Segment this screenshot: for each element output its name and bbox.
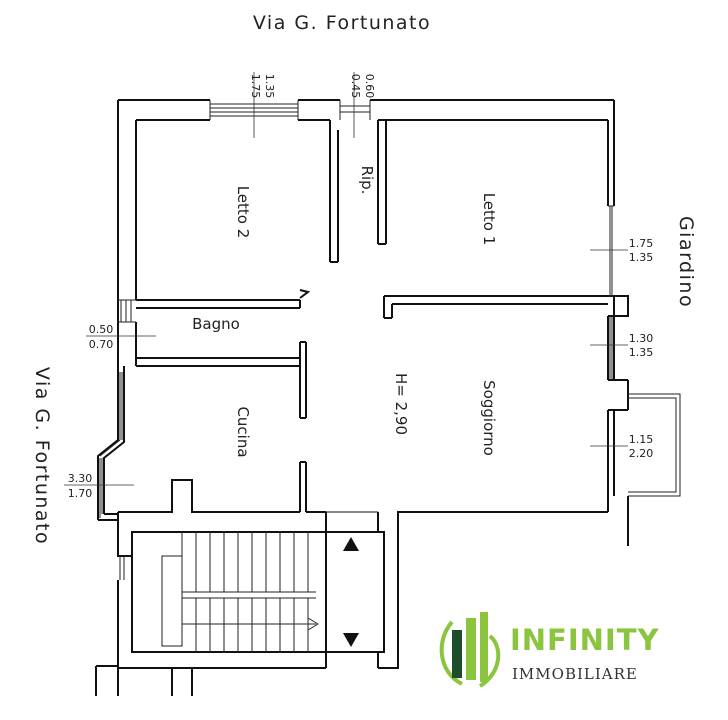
stair-run-line bbox=[181, 582, 316, 625]
outer-wall-right-top bbox=[607, 100, 615, 206]
window-soggiorno bbox=[609, 316, 613, 380]
window-letto1 bbox=[608, 205, 614, 297]
balcony bbox=[628, 393, 681, 497]
window-soggiorno-height: 1.35 bbox=[629, 346, 654, 359]
logo-mark-icon bbox=[439, 612, 501, 688]
wall-cucina-stub-lower bbox=[299, 461, 307, 512]
room-label-letto2: Letto 2 bbox=[234, 186, 252, 239]
window-bagno-width: 0.50 bbox=[89, 323, 114, 336]
window-bagno-height: 0.70 bbox=[89, 338, 114, 351]
windows bbox=[99, 100, 614, 580]
walls bbox=[95, 99, 629, 696]
logo-subtitle: IMMOBILIARE bbox=[512, 665, 638, 683]
window-soggiorno-width: 1.30 bbox=[629, 332, 654, 345]
window-stair bbox=[119, 556, 125, 580]
door-stub-letto2 bbox=[299, 289, 311, 299]
wall-cucina-stub-upper bbox=[299, 341, 307, 419]
wall-stair-right bbox=[377, 512, 385, 668]
outer-wall-right-mid bbox=[607, 296, 615, 380]
stair-direction-arrow bbox=[307, 617, 319, 631]
wall-rip-left bbox=[329, 120, 339, 263]
inner-wall-left-cucina bbox=[103, 366, 125, 514]
wall-rip-right bbox=[377, 120, 387, 245]
window-letto1-height: 1.35 bbox=[629, 251, 654, 264]
window-letto1-width: 1.75 bbox=[629, 237, 654, 250]
window-balcony-height: 2.20 bbox=[629, 447, 654, 460]
street-label-right: Giardino bbox=[675, 216, 697, 308]
room-label-letto1: Letto 1 bbox=[480, 193, 498, 246]
wall-letto2-bagno bbox=[136, 299, 301, 309]
room-label-cucina: Cucina bbox=[234, 406, 252, 457]
window-cucina-width: 3.30 bbox=[68, 472, 93, 485]
wall-letto1-soggiorno bbox=[383, 295, 608, 319]
window-rip bbox=[339, 100, 371, 120]
wall-stair-top bbox=[117, 512, 327, 557]
staircase bbox=[181, 532, 316, 652]
street-label-top: Via G. Fortunato bbox=[253, 12, 431, 34]
balcony-outline-outer bbox=[628, 393, 681, 497]
outer-wall-left-cucina bbox=[97, 366, 119, 520]
logo-title: INFINITY bbox=[510, 623, 660, 657]
window-cucina bbox=[99, 372, 123, 518]
down-arrow-icon bbox=[343, 633, 359, 647]
window-letto2-height: 1.35 bbox=[263, 74, 276, 99]
window-letto2-width: 1.75 bbox=[249, 74, 262, 99]
wall-corner-cucina bbox=[98, 513, 119, 521]
wall-stubs-bottom bbox=[95, 665, 193, 696]
window-balcony-width: 1.15 bbox=[629, 433, 654, 446]
room-label-rip: Rip. bbox=[358, 166, 376, 195]
window-bagno bbox=[118, 299, 136, 323]
landing-edges bbox=[326, 531, 378, 653]
room-height-label: H= 2,90 bbox=[392, 373, 410, 435]
wall-cucina-bottom bbox=[118, 479, 300, 513]
up-arrow-icon bbox=[343, 537, 359, 551]
outer-wall-left-upper bbox=[117, 100, 137, 300]
balcony-outline-inner bbox=[628, 397, 677, 493]
window-rip-height: 0.60 bbox=[363, 74, 376, 99]
window-cucina-height: 1.70 bbox=[68, 487, 93, 500]
dimension-lines bbox=[64, 72, 628, 486]
wall-jambs-right bbox=[608, 295, 629, 411]
room-label-soggiorno: Soggiorno bbox=[480, 380, 498, 456]
stair-well bbox=[161, 555, 183, 647]
wall-bagno-cucina bbox=[136, 357, 300, 367]
room-label-bagno: Bagno bbox=[192, 315, 240, 333]
outer-wall-right-low bbox=[607, 410, 615, 496]
window-rip-width: 0.45 bbox=[349, 74, 362, 99]
street-label-left: Via G. Fortunato bbox=[31, 367, 53, 545]
infinity-logo: INFINITY IMMOBILIARE bbox=[439, 612, 660, 688]
